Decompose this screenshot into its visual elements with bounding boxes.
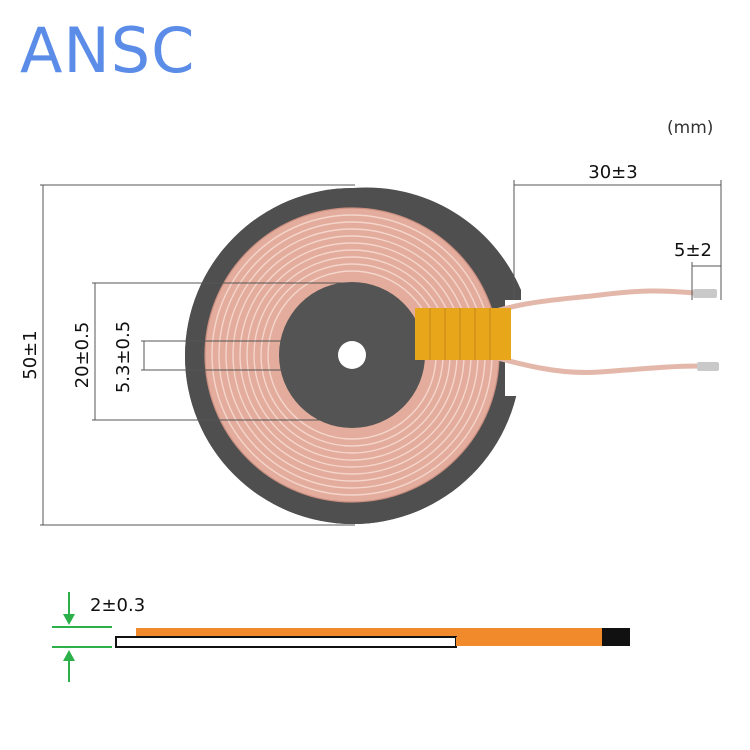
lead-strip-label: 5±2 [674, 240, 712, 261]
dim-inner-diameter [92, 282, 355, 421]
side-view [115, 628, 630, 648]
hole-diameter-label: 5.3±0.5 [113, 321, 134, 393]
dim-outer-diameter [40, 184, 355, 526]
coil-leads [469, 288, 719, 375]
copper-coil [204, 207, 500, 503]
unit-label: (mm) [667, 118, 714, 138]
side-lead-end-top [602, 628, 630, 637]
thickness-label: 2±0.3 [90, 595, 145, 616]
side-copper-top [136, 628, 602, 637]
dim-thickness [52, 592, 112, 682]
dim-lead-strip [691, 262, 722, 300]
side-ferrite [115, 636, 457, 648]
brand-logo-text: ANSC [20, 14, 196, 87]
lead-length-label: 30±3 [588, 162, 637, 183]
side-copper-bottom [456, 637, 602, 646]
outer-diameter-label: 50±1 [20, 330, 41, 379]
lead-tip-top [693, 289, 717, 298]
lead-tip-bottom [697, 362, 719, 371]
inner-diameter-label: 20±0.5 [72, 322, 93, 389]
dim-hole-diameter [141, 340, 345, 371]
side-lead-end-bottom [602, 637, 630, 646]
kapton-tape [415, 308, 511, 360]
